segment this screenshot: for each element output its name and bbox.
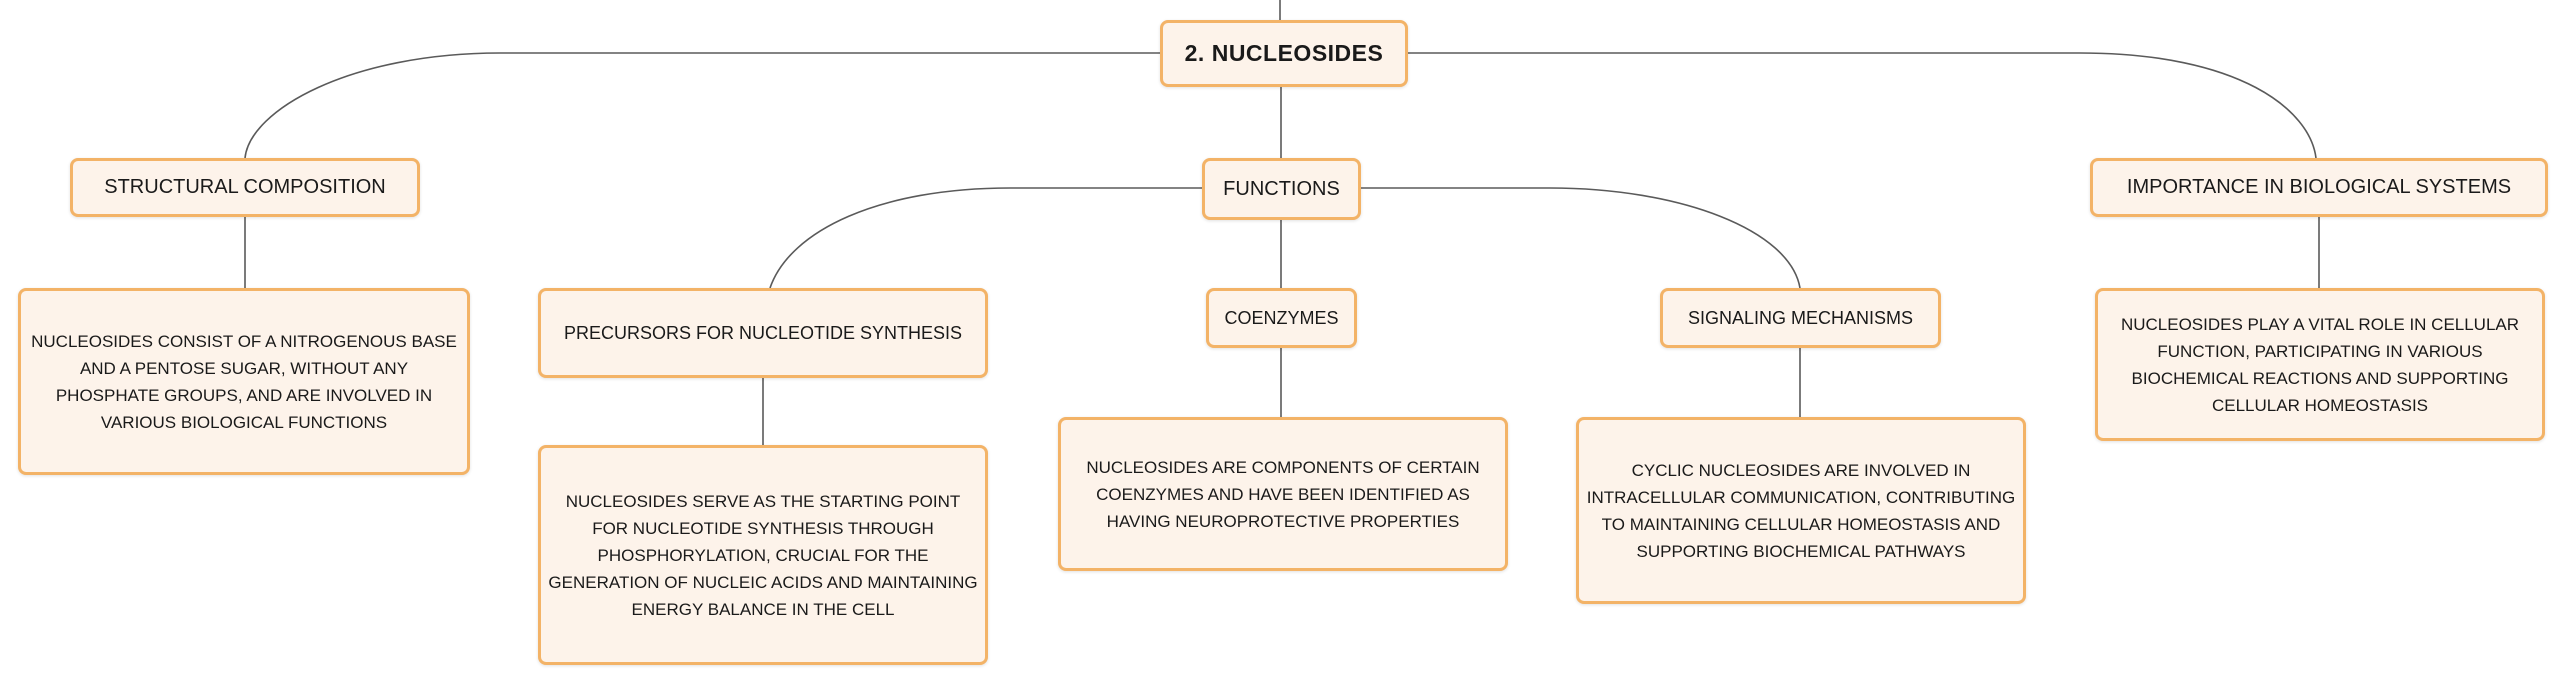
importance-label: IMPORTANCE IN BIOLOGICAL SYSTEMS [2126,176,2512,198]
structural-composition-node[interactable]: STRUCTURAL COMPOSITION [70,158,420,217]
coenzymes-node[interactable]: COENZYMES [1206,288,1357,348]
connector-functions-precursors [769,187,1202,289]
structural-description-node[interactable]: NUCLEOSIDES CONSIST OF A NITROGENOUS BAS… [18,288,470,475]
coenzymes-description-node[interactable]: NUCLEOSIDES ARE COMPONENTS OF CERTAIN CO… [1058,417,1508,571]
functions-node[interactable]: FUNCTIONS [1202,158,1361,220]
precursors-description-text: NUCLEOSIDES SERVE AS THE STARTING POINT … [548,491,978,619]
root-node[interactable]: 2. NUCLEOSIDES [1160,20,1408,87]
importance-description-text: NUCLEOSIDES PLAY A VITAL ROLE IN CELLULA… [2120,314,2520,415]
precursors-description-node[interactable]: NUCLEOSIDES SERVE AS THE STARTING POINT … [538,445,988,665]
structural-description-text: NUCLEOSIDES CONSIST OF A NITROGENOUS BAS… [31,331,457,432]
importance-description-node[interactable]: NUCLEOSIDES PLAY A VITAL ROLE IN CELLULA… [2095,288,2545,441]
coenzymes-description-text: NUCLEOSIDES ARE COMPONENTS OF CERTAIN CO… [1086,457,1480,531]
signaling-description-text: CYCLIC NUCLEOSIDES ARE INVOLVED IN INTRA… [1586,460,2016,561]
precursors-node[interactable]: PRECURSORS FOR NUCLEOTIDE SYNTHESIS [538,288,988,378]
root-label: 2. NUCLEOSIDES [1184,40,1384,66]
connector-functions-signaling [1361,187,1801,289]
importance-node[interactable]: IMPORTANCE IN BIOLOGICAL SYSTEMS [2090,158,2548,217]
connector-root-structural [244,52,1160,159]
connector-root-importance [1408,52,2317,159]
signaling-description-node[interactable]: CYCLIC NUCLEOSIDES ARE INVOLVED IN INTRA… [1576,417,2026,604]
signaling-node[interactable]: SIGNALING MECHANISMS [1660,288,1941,348]
functions-label: FUNCTIONS [1223,177,1340,200]
structural-composition-label: STRUCTURAL COMPOSITION [104,176,386,198]
signaling-label: SIGNALING MECHANISMS [1687,307,1914,328]
coenzymes-label: COENZYMES [1224,307,1339,328]
precursors-label: PRECURSORS FOR NUCLEOTIDE SYNTHESIS [563,322,963,343]
